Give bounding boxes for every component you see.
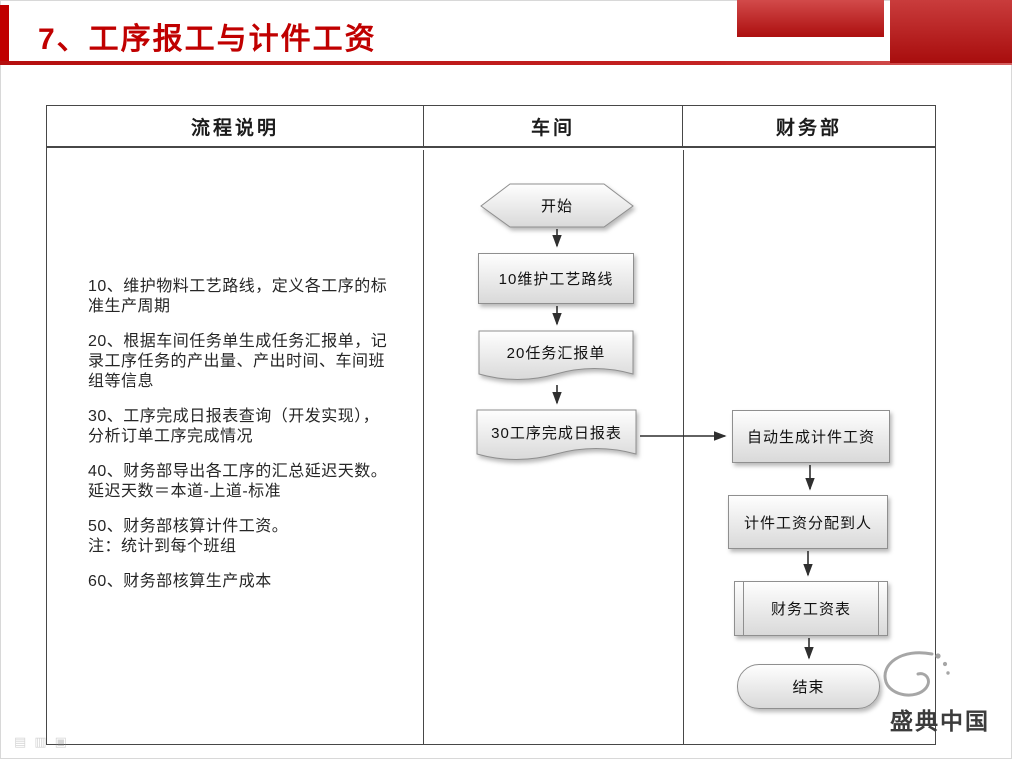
flow-payroll-table-node: 财务工资表: [734, 581, 888, 636]
process-note-20: 20、根据车间任务单生成任务汇报单，记录工序任务的产出量、产出时间、车间班组等信…: [88, 333, 388, 390]
brand-name: 盛典中国: [890, 708, 990, 734]
footer-toolbar-artifacts: ▤ ▥ ▣: [14, 735, 67, 750]
grid-view-icon: ▤: [14, 735, 27, 750]
flow-start-node: 开始: [480, 183, 634, 228]
flow-end-label: 结束: [792, 679, 825, 696]
flow-step-30-document-node: 30工序完成日报表: [476, 409, 637, 463]
flow-step-20-label: 20任务汇报单: [506, 345, 606, 362]
flow-step-20-document-node: 20任务汇报单: [478, 330, 634, 383]
flow-auto-piecework-label: 自动生成计件工资: [746, 429, 875, 446]
header-decor-block-left: [737, 0, 884, 37]
flow-step-10-label: 10维护工艺路线: [498, 271, 614, 288]
flow-assign-wage-label: 计件工资分配到人: [743, 514, 872, 532]
flow-assign-wage-node: 计件工资分配到人: [728, 495, 888, 549]
column-header-workshop: 车间: [423, 106, 683, 146]
flow-end-node: 结束: [737, 664, 880, 709]
flow-step-10-node: 10维护工艺路线: [478, 253, 634, 304]
table-header-row: 流程说明 车间 财务部: [47, 106, 935, 148]
page-title: 7、工序报工与计件工资: [38, 23, 377, 56]
layout-view-icon: ▥: [34, 735, 47, 750]
column-header-process-description: 流程说明: [190, 117, 279, 139]
flow-auto-piecework-node: 自动生成计件工资: [732, 410, 890, 463]
process-note-10: 10、维护物料工艺路线，定义各工序的标准生产周期: [88, 278, 388, 315]
process-description-list: 10、维护物料工艺路线，定义各工序的标准生产周期 20、根据车间任务单生成任务汇…: [88, 277, 390, 592]
flow-payroll-table-label: 财务工资表: [770, 601, 851, 618]
brand-logo: 盛典中国: [870, 646, 1000, 741]
process-note-30: 30、工序完成日报表查询（开发实现），分析订单工序完成情况: [88, 408, 380, 445]
process-note-60: 60、财务部核算生产成本: [88, 573, 272, 590]
title-accent-bar: [0, 5, 9, 61]
flow-start-label: 开始: [540, 198, 573, 215]
column-divider-1: [423, 150, 424, 744]
process-note-40: 40、财务部导出各工序的汇总延迟天数。 延迟天数＝本道-上道-标准: [88, 463, 388, 500]
process-note-50: 50、财务部核算计件工资。 注：统计到每个班组: [88, 518, 289, 555]
swirl-icon: [883, 651, 950, 697]
flow-step-30-label: 30工序完成日报表: [491, 424, 622, 442]
thumbnail-view-icon: ▣: [54, 735, 67, 750]
column-divider-2: [683, 150, 684, 744]
column-header-finance: 财务部: [775, 117, 842, 139]
title-underline: [0, 61, 1012, 65]
header-decor-block-right: [890, 0, 1012, 63]
